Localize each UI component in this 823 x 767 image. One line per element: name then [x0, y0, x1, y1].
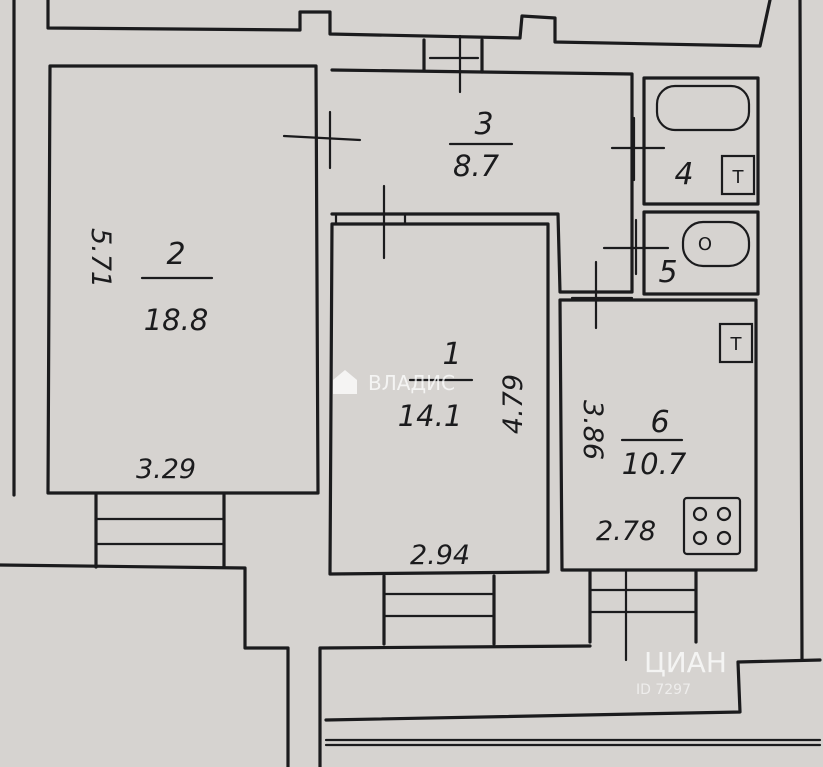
- room-1-height-dim: 4.79: [498, 374, 529, 434]
- vladis-watermark: ВЛАДИС: [333, 370, 455, 395]
- room-3-number: 3: [474, 107, 493, 142]
- bathtub-icon: [655, 84, 751, 132]
- toilet-icon: [681, 220, 751, 268]
- home-icon: [333, 370, 357, 394]
- room-1-width-dim: 2.94: [410, 540, 470, 571]
- heater-4-icon: [720, 154, 756, 196]
- vladis-watermark-text: ВЛАДИС: [368, 371, 455, 395]
- stove-burner-icon: [716, 506, 732, 522]
- cian-id-text: ID 7297: [636, 682, 691, 698]
- stove-burner-icon: [716, 530, 732, 546]
- room-1-outline: [328, 212, 550, 576]
- room-1-label: 1 14.1: [398, 337, 474, 433]
- toilet-letter: O: [698, 234, 712, 255]
- heater-4-letter: T: [732, 167, 745, 188]
- room-2-outline: [46, 64, 320, 495]
- room-2-height-dim: 5.71: [85, 228, 116, 288]
- stove-burner-icon: [692, 530, 708, 546]
- stove-burner-icon: [692, 506, 708, 522]
- room-2-label: 2 18.8: [140, 237, 214, 337]
- room-6-outline: [558, 298, 758, 572]
- room-3-area: 8.7: [453, 149, 500, 183]
- room-6-label: 6 10.7: [620, 405, 687, 481]
- room-5-number: 5: [658, 255, 677, 290]
- room-4-outline: [642, 76, 760, 206]
- room-6-number: 6: [650, 405, 669, 440]
- room-2-area: 18.8: [144, 303, 209, 337]
- windows: [94, 493, 698, 662]
- room-6-area: 10.7: [622, 447, 687, 481]
- room-1-number: 1: [442, 337, 461, 372]
- door-marks: [282, 34, 670, 330]
- heater-6-icon: [718, 322, 754, 364]
- room-2-number: 2: [166, 237, 185, 272]
- room-6-width-dim: 2.78: [596, 516, 656, 547]
- heater-6-letter: T: [730, 334, 743, 355]
- cian-watermark-text: ЦИАН: [644, 646, 727, 679]
- room-2-width-dim: 3.29: [136, 454, 196, 485]
- room-4-number: 4: [674, 157, 693, 192]
- room-3-label: 3 8.7: [448, 107, 514, 183]
- room-5-outline: [642, 210, 760, 296]
- cian-watermark: ЦИАН ID 7297: [636, 646, 727, 698]
- room-6-height-dim: 3.86: [577, 400, 608, 460]
- room-1-area: 14.1: [398, 399, 463, 433]
- stove-icon: [682, 496, 742, 556]
